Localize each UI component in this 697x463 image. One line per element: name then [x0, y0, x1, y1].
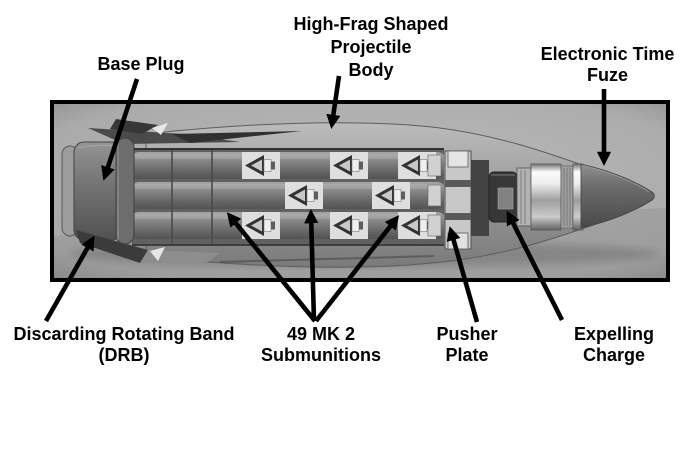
label-base-plug: Base Plug	[61, 54, 221, 75]
label-electronic-time-fuze: Electronic Time Fuze	[525, 44, 690, 86]
label-pusher-plate-line: Plate	[445, 345, 489, 365]
label-electronic-time-fuze-line: Fuze	[586, 65, 628, 85]
label-expelling-charge: Expelling Charge	[551, 324, 677, 366]
label-discarding-rotating-band-line: Discarding Rotating Band	[13, 324, 235, 344]
label-pusher-plate-line: Pusher	[436, 324, 498, 344]
label-electronic-time-fuze-line: Electronic Time	[540, 44, 675, 64]
photo-vignette	[54, 104, 666, 278]
label-projectile-body: High-Frag Shaped Projectile Body	[286, 13, 456, 82]
label-submunitions: 49 MK 2 Submunitions	[243, 324, 399, 366]
label-submunitions-line: Submunitions	[261, 345, 381, 365]
label-projectile-body-line: Body	[348, 60, 394, 80]
label-discarding-rotating-band-line: (DRB)	[98, 345, 150, 365]
label-pusher-plate: Pusher Plate	[416, 324, 518, 366]
photo-frame	[50, 100, 670, 282]
label-projectile-body-line: High-Frag Shaped	[293, 14, 449, 34]
projectile-photo	[54, 104, 666, 278]
label-submunitions-line: 49 MK 2	[286, 324, 356, 344]
label-discarding-rotating-band: Discarding Rotating Band (DRB)	[2, 324, 246, 366]
label-expelling-charge-line: Charge	[582, 345, 645, 365]
label-base-plug-line: Base Plug	[97, 54, 185, 74]
label-projectile-body-line: Projectile	[330, 37, 412, 57]
label-expelling-charge-line: Expelling	[573, 324, 654, 344]
